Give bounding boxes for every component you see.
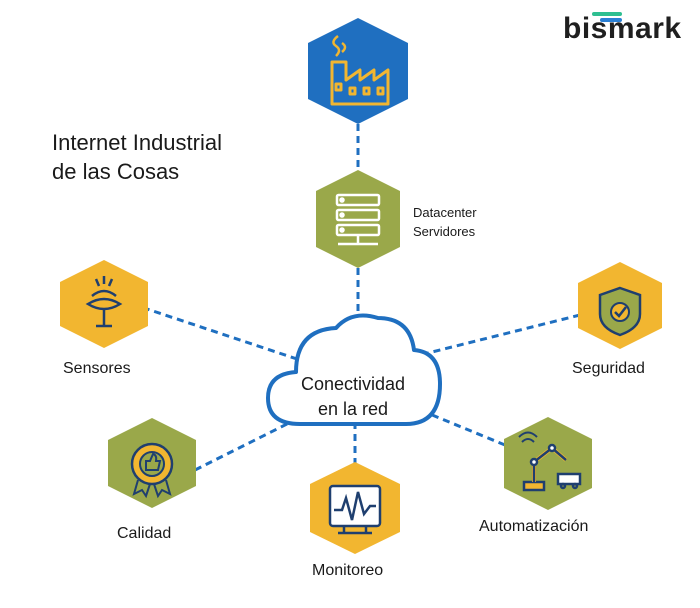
connector-sensores-cloud xyxy=(119,298,301,362)
cloud-label-line1: Conectividad xyxy=(300,374,406,394)
datacenter-label-line1: Datacenter xyxy=(413,205,477,220)
monitor-chart-icon xyxy=(328,484,382,535)
shield-check-icon xyxy=(598,286,642,337)
datacenter-label-line2: Servidores xyxy=(413,224,476,239)
diagram-title-line1: Internet Industrial xyxy=(52,130,222,155)
diagram-title: Internet Industrial de las Cosas xyxy=(52,128,292,186)
sensor-icon xyxy=(85,276,123,328)
connector-seguridad-cloud xyxy=(419,313,581,357)
automatizacion-label: Automatización xyxy=(479,518,589,535)
monitoreo-label: Monitoreo xyxy=(312,562,384,579)
server-icon xyxy=(335,193,381,246)
robot-arm-icon xyxy=(518,431,582,492)
connector-calidad-cloud xyxy=(194,418,296,472)
datacenter-label: Datacenter Servidores xyxy=(413,203,533,241)
factory-icon xyxy=(330,35,390,106)
logo-accent-bar xyxy=(592,12,622,16)
node-datacenter xyxy=(316,170,400,268)
node-sensores xyxy=(60,260,148,348)
node-factory xyxy=(308,18,408,124)
calidad-label: Calidad xyxy=(117,525,172,542)
node-calidad xyxy=(108,418,196,508)
sensores-label: Sensores xyxy=(63,360,131,377)
quality-badge-icon xyxy=(130,442,174,499)
cloud-center xyxy=(266,313,442,426)
logo-accent-bar-2 xyxy=(600,18,622,22)
node-seguridad xyxy=(578,262,662,349)
brand-logo: bismark xyxy=(563,12,682,46)
node-monitoreo xyxy=(310,462,400,554)
node-automatizacion xyxy=(504,417,592,510)
cloud-label-line2: en la red xyxy=(317,399,389,419)
cloud-icon xyxy=(266,313,442,426)
seguridad-label: Seguridad xyxy=(572,360,645,377)
cloud-label: Conectividad en la red xyxy=(268,372,438,422)
connector-automatizacion-cloud xyxy=(419,408,506,447)
diagram-title-line2: de las Cosas xyxy=(52,159,180,184)
brand-name: bismark xyxy=(563,12,682,45)
